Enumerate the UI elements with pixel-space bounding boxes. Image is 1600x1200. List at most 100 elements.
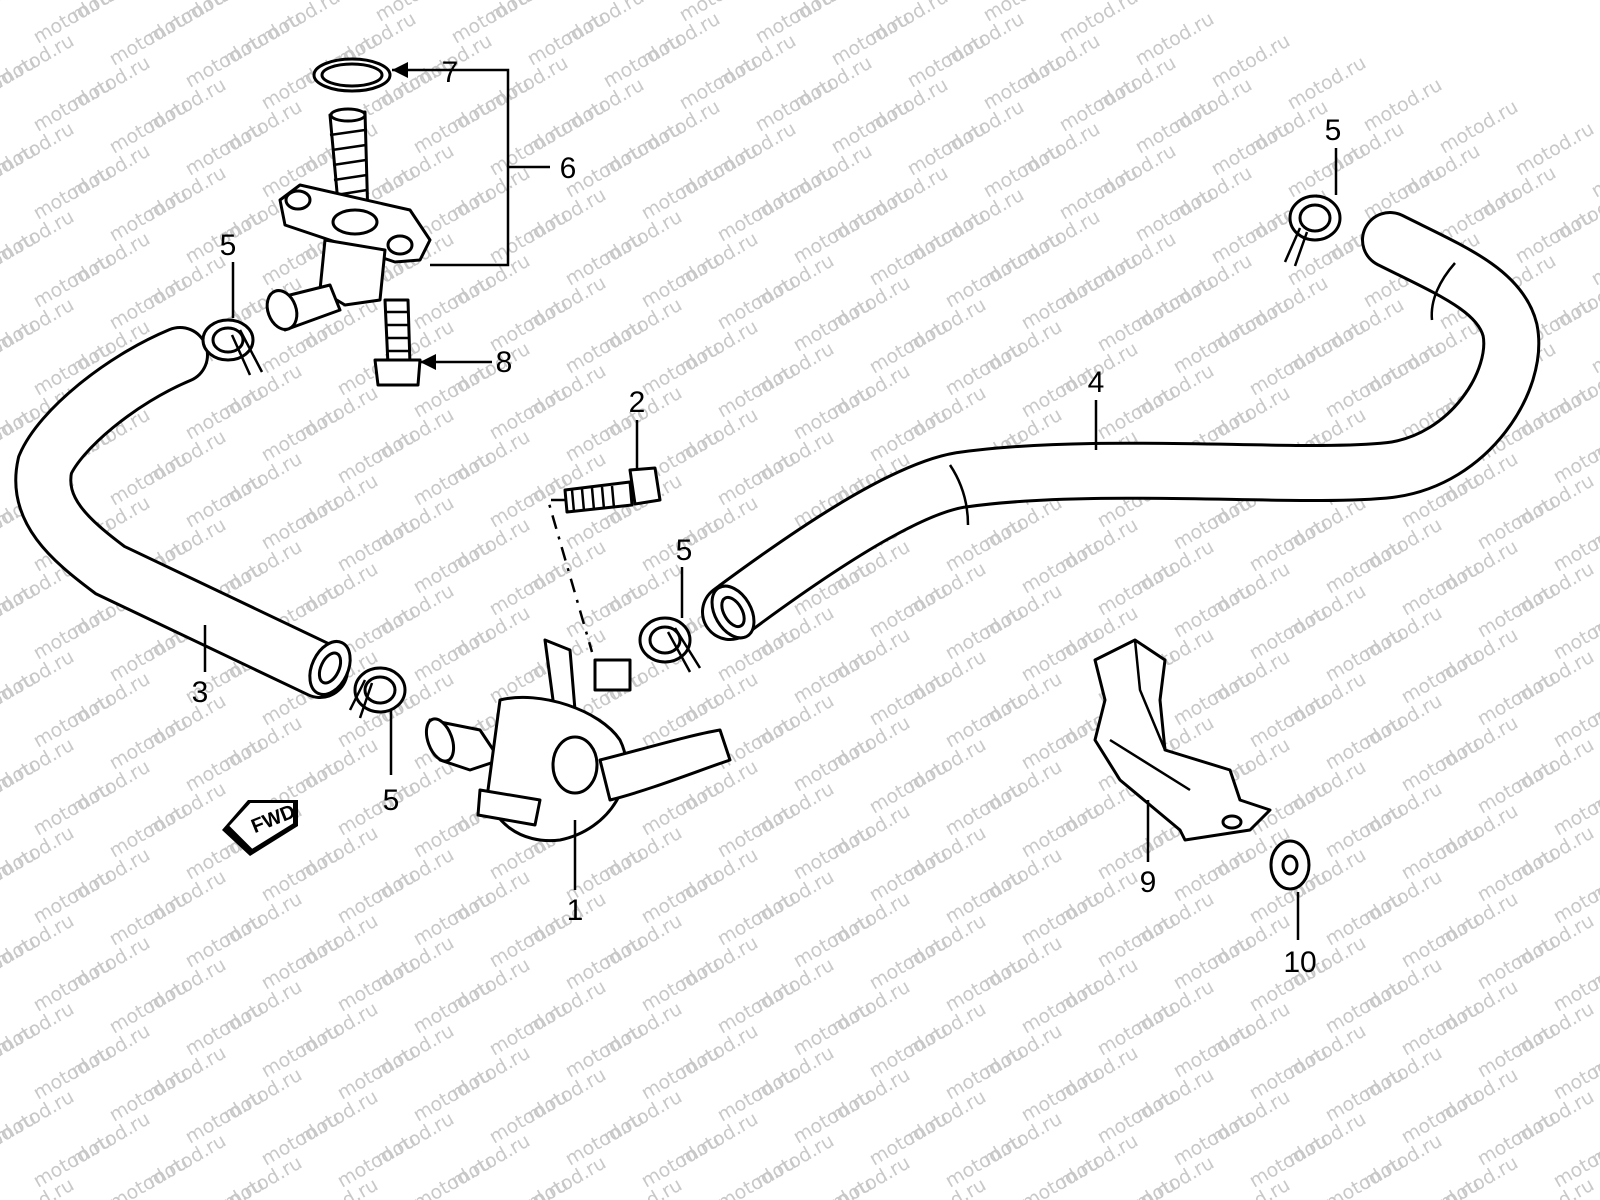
watermark-text: motod.ru xyxy=(790,206,876,269)
watermark-text: motod.ru xyxy=(790,1174,876,1200)
watermark-text: motod.ru xyxy=(790,1086,876,1149)
watermark-text: motod.ru xyxy=(1398,734,1484,797)
watermark-text: motod.ru xyxy=(334,1130,420,1193)
hose-part-4 xyxy=(701,211,1541,641)
watermark-text: motod.ru xyxy=(942,1130,1028,1193)
watermark-text: motod.ru xyxy=(0,1064,2,1127)
callout-3: 3 xyxy=(192,676,209,709)
watermark-text: motod.ru xyxy=(1436,96,1522,159)
watermark-text: motod.ru xyxy=(1246,338,1332,401)
watermark-text: motod.ru xyxy=(790,646,876,709)
watermark-text: motod.ru xyxy=(106,800,192,863)
watermark-text: motod.ru xyxy=(714,448,800,511)
watermark-text: motod.ru xyxy=(638,866,724,929)
watermark-text: motod.ru xyxy=(30,250,116,313)
watermark-text: motod.ru xyxy=(866,316,952,379)
watermark-text: motod.ru xyxy=(410,536,496,599)
watermark-text: motod.ru xyxy=(1018,712,1104,775)
watermark-text: motod.ru xyxy=(1018,800,1104,863)
watermark-text: motod.ru xyxy=(182,998,268,1061)
watermark-text: motod.ru xyxy=(0,844,40,907)
watermark-text: motod.ru xyxy=(790,294,876,357)
watermark-text: motod.ru xyxy=(30,690,116,753)
watermark-text: motod.ru xyxy=(410,360,496,423)
watermark-text: motod.ru xyxy=(1094,382,1180,445)
clamp-part-5-b xyxy=(348,666,407,719)
watermark-text: motod.ru xyxy=(182,1174,268,1200)
watermark-text: motod.ru xyxy=(0,360,2,423)
watermark-text: motod.ru xyxy=(486,1174,572,1200)
watermark-text: motod.ru xyxy=(1018,976,1104,1039)
watermark-text: motod.ru xyxy=(638,954,724,1017)
watermark-text: motod.ru xyxy=(790,822,876,885)
watermark-text: motod.ru xyxy=(410,96,496,159)
watermark-text: motod.ru xyxy=(1094,294,1180,357)
watermark-text: motod.ru xyxy=(30,1042,116,1105)
watermark-text: motod.ru xyxy=(1018,1064,1104,1127)
watermark-text: motod.ru xyxy=(714,272,800,335)
watermark-text: motod.ru xyxy=(1056,74,1142,137)
watermark-text: motod.ru xyxy=(942,690,1028,753)
watermark-text: motod.ru xyxy=(714,888,800,951)
watermark-text: motod.ru xyxy=(1246,1042,1332,1105)
watermark-text: motod.ru xyxy=(714,712,800,775)
watermark-text: motod.ru xyxy=(1018,1152,1104,1200)
watermark-text: motod.ru xyxy=(30,954,116,1017)
watermark-text: motod.ru xyxy=(1474,1108,1560,1171)
watermark-text: motod.ru xyxy=(638,1042,724,1105)
watermark-text: motod.ru xyxy=(1398,558,1484,621)
watermark-text: motod.ru xyxy=(0,140,40,203)
watermark-text: motod.ru xyxy=(0,976,2,1039)
watermark-text: motod.ru xyxy=(182,30,268,93)
watermark-text: motod.ru xyxy=(866,1108,952,1171)
watermark-text: motod.ru xyxy=(1398,910,1484,973)
watermark-text: motod.ru xyxy=(0,96,2,159)
watermark-text: motod.ru xyxy=(258,1108,344,1171)
watermark-text: motod.ru xyxy=(1246,1130,1332,1193)
watermark-text: motod.ru xyxy=(1474,668,1560,731)
watermark-text: motod.ru xyxy=(0,52,40,115)
watermark-text: motod.ru xyxy=(866,668,952,731)
watermark-text: motod.ru xyxy=(866,932,952,995)
watermark-text: motod.ru xyxy=(1322,360,1408,423)
watermark-text: motod.ru xyxy=(790,382,876,445)
watermark-text: motod.ru xyxy=(334,426,420,489)
watermark-text: motod.ru xyxy=(790,998,876,1061)
bracket-part-9 xyxy=(1093,638,1272,842)
watermark-text: motod.ru xyxy=(1094,910,1180,973)
watermark-text: motod.ru xyxy=(106,1152,192,1200)
watermark-text: motod.ru xyxy=(334,1042,420,1105)
watermark-text: motod.ru xyxy=(562,932,648,995)
watermark-text: motod.ru xyxy=(106,184,192,247)
watermark-text: motod.ru xyxy=(1588,140,1600,203)
watermark-text: motod.ru xyxy=(1208,206,1294,269)
watermark-text: motod.ru xyxy=(904,118,990,181)
watermark-text: motod.ru xyxy=(410,888,496,951)
watermark-text: motod.ru xyxy=(0,888,2,951)
watermark-text: motod.ru xyxy=(1512,206,1598,269)
watermark-text: motod.ru xyxy=(1094,998,1180,1061)
watermark-text: motod.ru xyxy=(30,866,116,929)
watermark-text: motod.ru xyxy=(1474,932,1560,995)
watermark-text: motod.ru xyxy=(1170,316,1256,379)
watermark-text: motod.ru xyxy=(30,162,116,225)
callout-6: 6 xyxy=(560,152,577,185)
watermark-text: motod.ru xyxy=(866,1020,952,1083)
watermark-text: motod.ru xyxy=(1474,492,1560,555)
watermark-text: motod.ru xyxy=(790,910,876,973)
watermark-text: motod.ru xyxy=(1322,1064,1408,1127)
watermark-text: motod.ru xyxy=(942,338,1028,401)
watermark-text: motod.ru xyxy=(1398,646,1484,709)
watermark-text: motod.ru xyxy=(1512,118,1598,181)
watermark-text: motod.ru xyxy=(106,712,192,775)
watermark-text: motod.ru xyxy=(0,712,2,775)
watermark-text: motod.ru xyxy=(1398,998,1484,1061)
watermark-text: motod.ru xyxy=(866,580,952,643)
watermark-text: motod.ru xyxy=(1322,1152,1408,1200)
watermark-text: motod.ru xyxy=(334,514,420,577)
hose-part-3 xyxy=(14,326,352,699)
watermark-text: motod.ru xyxy=(1132,8,1218,71)
watermark-text: motod.ru xyxy=(182,118,268,181)
watermark-text: motod.ru xyxy=(942,514,1028,577)
